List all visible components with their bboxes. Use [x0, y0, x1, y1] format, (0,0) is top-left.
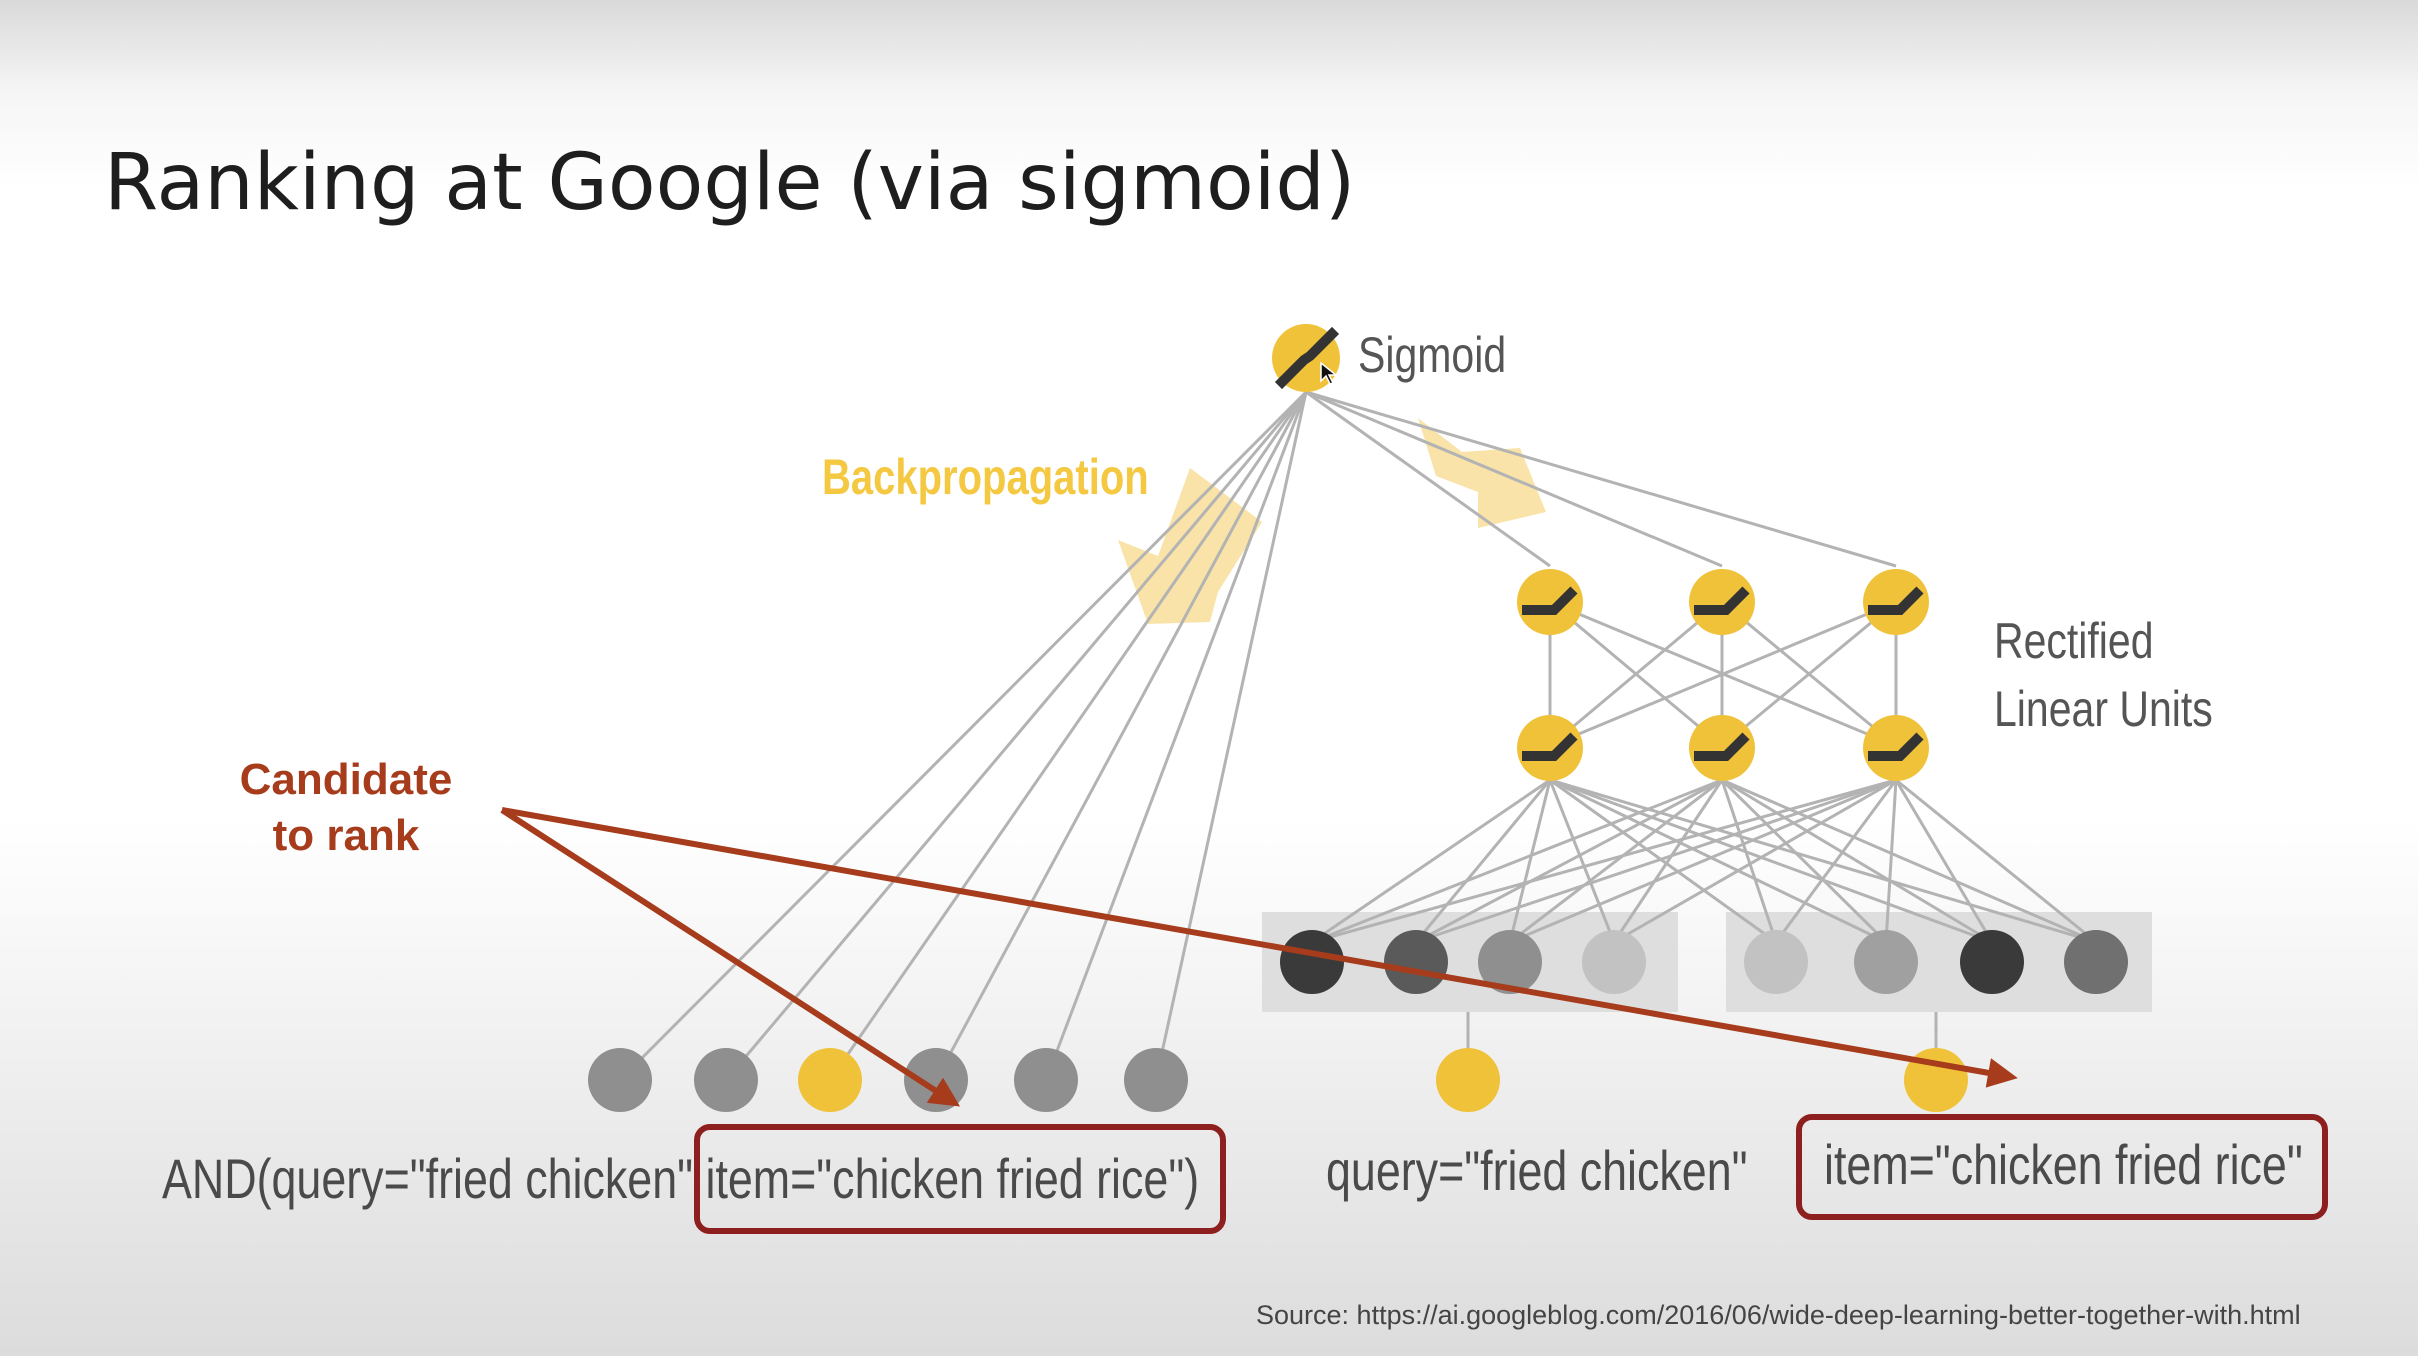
embedding-node [2064, 930, 2128, 994]
source-citation: Source: https://ai.googleblog.com/2016/0… [1256, 1300, 2301, 1330]
relu-node [1517, 715, 1583, 781]
wide-input-node [694, 1048, 758, 1112]
candidate-arrow-deep [501, 807, 2018, 1088]
relu-node [1863, 715, 1929, 781]
item-feature-label: item="chicken fried rice" [1824, 1133, 2303, 1196]
wide-feature-label: AND(query="fried chicken" item="chicken … [162, 1147, 1200, 1210]
relu-node [1863, 569, 1929, 635]
deep-edges-top [1305, 390, 1897, 568]
embedding-node [1384, 930, 1448, 994]
wide-input-node [588, 1048, 652, 1112]
wide-input-node [1124, 1048, 1188, 1112]
slide-title: Ranking at Google (via sigmoid) [104, 138, 1356, 228]
embedding-node [1582, 930, 1646, 994]
mouse-cursor-icon [1320, 362, 1338, 385]
query-feature-node [1436, 1048, 1500, 1112]
candidate-line2: to rank [272, 811, 420, 860]
candidate-arrow-wide [500, 807, 961, 1107]
wide-input-node [1014, 1048, 1078, 1112]
embedding-node [1478, 930, 1542, 994]
deep-edges-bottom [1311, 778, 2097, 944]
candidate-line1: Candidate [239, 755, 453, 804]
relu-node [1689, 715, 1755, 781]
relu-label-line1: Rectified [1994, 613, 2154, 669]
relu-label-line2: Linear Units [1994, 681, 2213, 737]
wide-edges [618, 390, 1308, 1082]
candidate-highlight-wide [694, 1124, 1226, 1234]
embedding-node [1854, 930, 1918, 994]
query-feature-label: query="fried chicken" [1326, 1139, 1748, 1202]
relu-node [1517, 569, 1583, 635]
relu-node [1689, 569, 1755, 635]
embedding-node [1280, 930, 1344, 994]
backpropagation-label: Backpropagation [822, 449, 1149, 505]
wide-input-node-active [798, 1048, 862, 1112]
embedding-node [1960, 930, 2024, 994]
candidate-annotation: Candidate to rank [228, 752, 464, 864]
backprop-arrow-right [1418, 418, 1546, 528]
embedding-node [1744, 930, 1808, 994]
candidate-highlight-deep [1796, 1114, 2328, 1220]
sigmoid-label: Sigmoid [1358, 327, 1507, 383]
